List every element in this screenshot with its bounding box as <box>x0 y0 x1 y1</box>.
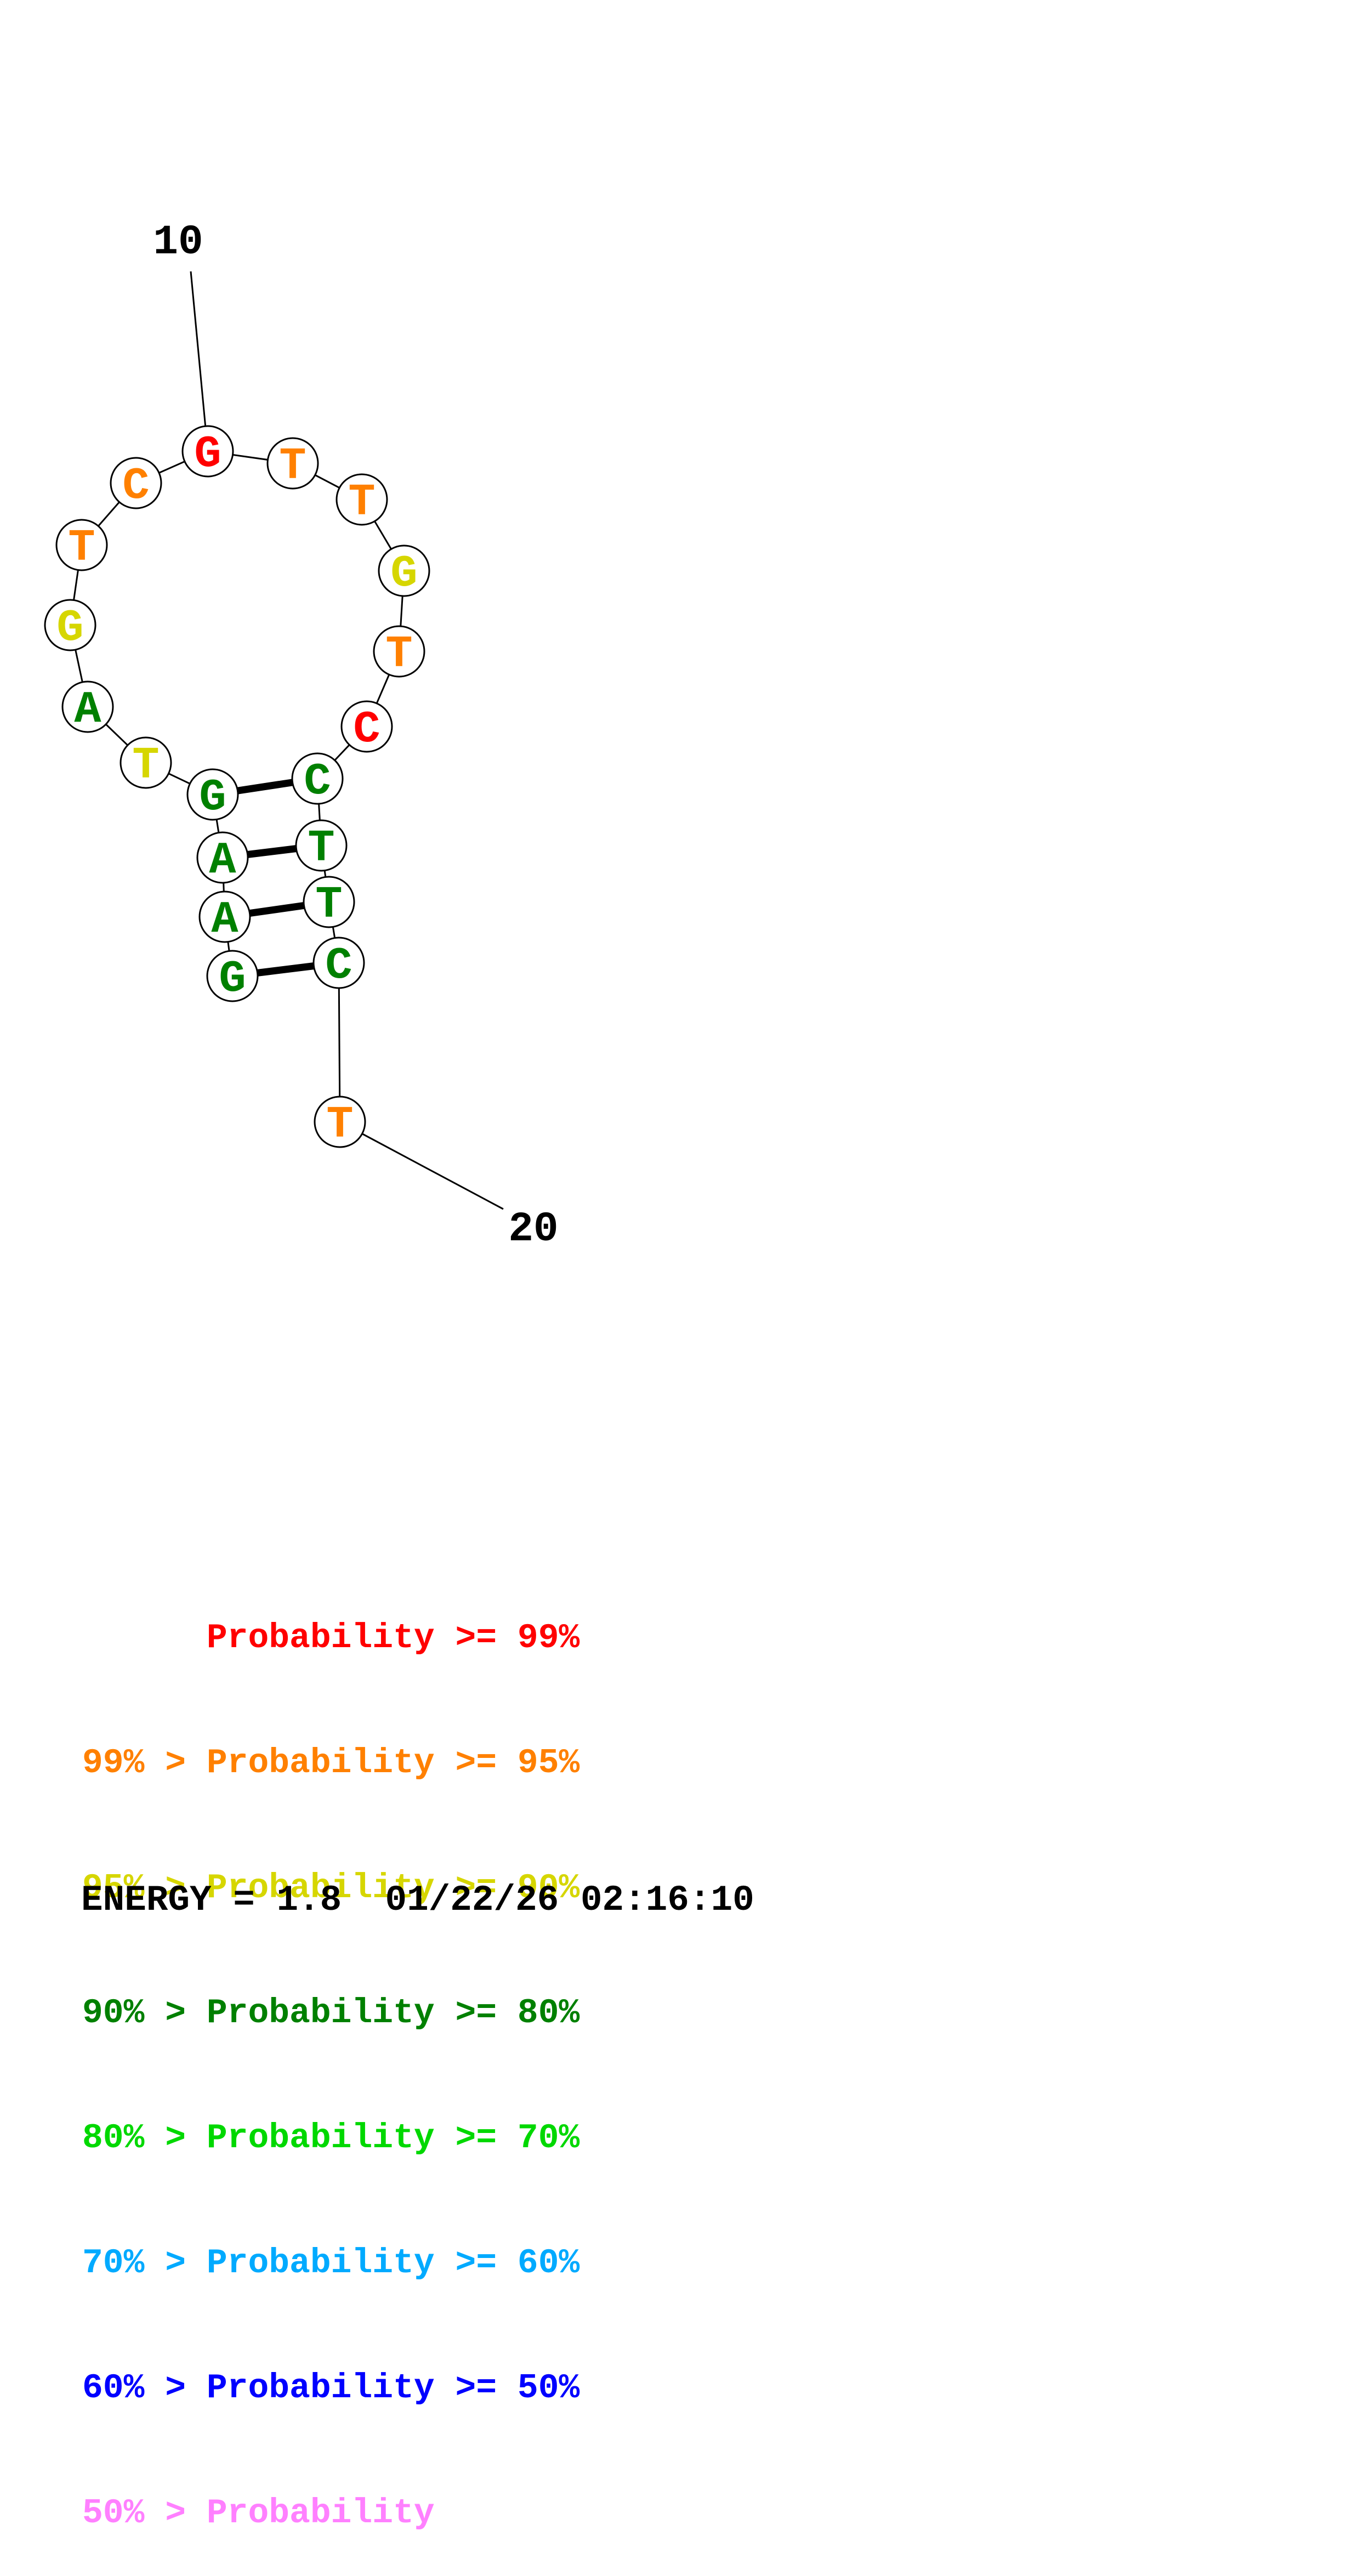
nucleotide-base: T <box>68 523 95 574</box>
nucleotide-base: G <box>199 772 226 823</box>
nucleotide-circle <box>186 768 239 821</box>
nucleotide-circle <box>340 700 393 753</box>
legend-line-4: 80% > Probability >= 70% <box>82 2119 580 2158</box>
sequence-number-leader-line <box>190 271 209 452</box>
nucleotide-base: A <box>74 684 101 735</box>
nucleotide-base: G <box>219 954 246 1005</box>
legend-line-0: Probability >= 99% <box>82 1619 580 1658</box>
nucleotide-base: T <box>326 1099 353 1150</box>
nucleotide-circle <box>373 625 425 678</box>
energy-caption: ENERGY = 1.8 01/22/26 02:16:10 <box>81 1880 754 1921</box>
nucleotide-base: A <box>209 835 236 886</box>
nucleotide-base: A <box>211 894 238 945</box>
nucleotide-base: T <box>315 880 342 930</box>
nucleotide-circle <box>314 1096 366 1148</box>
sequence-number-label: 20 <box>508 1206 558 1253</box>
nucleotide-circle <box>110 457 162 509</box>
nucleotide-base: T <box>279 441 306 492</box>
nucleotide-base: G <box>390 548 417 599</box>
legend-line-6: 60% > Probability >= 50% <box>82 2369 580 2408</box>
nucleotide-base: C <box>325 940 352 991</box>
nucleotide-base: T <box>385 629 412 680</box>
nucleotide-base: C <box>304 756 331 807</box>
nucleotide-base: T <box>348 477 375 528</box>
nucleotide-circle <box>336 473 388 526</box>
nucleotide-circle <box>206 950 259 1002</box>
nucleotide-base: C <box>353 704 380 755</box>
legend-line-5: 70% > Probability >= 60% <box>82 2244 580 2283</box>
legend-line-1: 99% > Probability >= 95% <box>82 1744 580 1783</box>
legend-line-7: 50% > Probability <box>82 2494 435 2533</box>
nucleotide-base: G <box>194 429 221 480</box>
sequence-number-leader-line <box>339 1121 504 1210</box>
sequence-number-label: 10 <box>153 219 203 266</box>
backbone-bond <box>338 962 341 1122</box>
nucleotide-circle <box>44 599 96 651</box>
nucleotide-circle <box>198 890 251 943</box>
nucleotide-circle <box>266 437 319 490</box>
nucleotide-base: C <box>122 461 149 512</box>
nucleotide-circle <box>303 876 355 928</box>
probability-legend: Probability >= 99% 99% > Probability >= … <box>82 1534 579 2576</box>
nucleotide-circle <box>55 519 108 571</box>
nucleotide-circle <box>295 819 348 872</box>
nucleotide-circle <box>196 831 249 884</box>
nucleotide-circle <box>312 937 365 989</box>
nucleotide-base: T <box>132 740 159 791</box>
nucleotide-circle <box>120 736 172 789</box>
nucleotide-base: G <box>56 603 83 654</box>
nucleotide-circle <box>291 752 344 805</box>
legend-line-2: 95% > Probability >= 90% <box>82 1869 580 1908</box>
nucleotide-circle <box>61 680 114 733</box>
nucleotide-circle <box>181 425 234 478</box>
nucleotide-circle <box>378 544 430 597</box>
nucleotide-base: T <box>308 823 334 874</box>
legend-line-3: 90% > Probability >= 80% <box>82 1994 580 2033</box>
